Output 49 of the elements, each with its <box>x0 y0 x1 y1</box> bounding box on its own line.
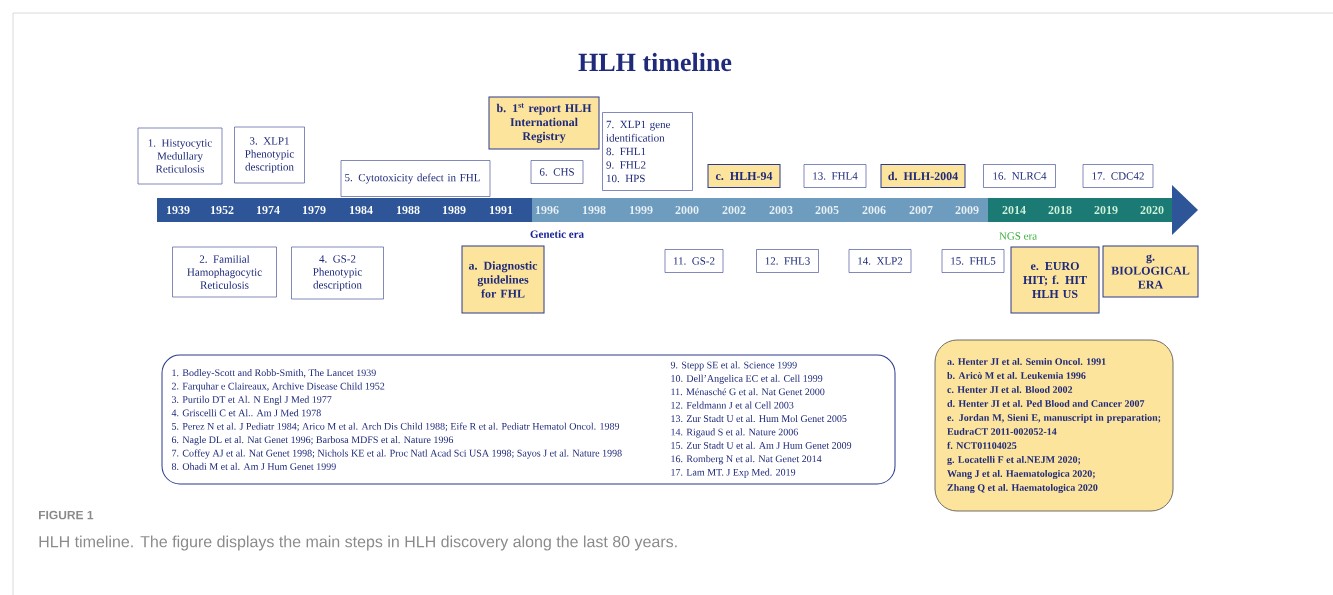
year-label: 1952 <box>210 205 234 215</box>
era-label: NGS era <box>999 232 1037 240</box>
event-box: 7. XLP1 gene identification 8. FHL1 9. FHL2 10. HPS <box>602 112 693 191</box>
year-label: 1996 <box>535 205 559 215</box>
milestone-box: c. HLH-94 <box>707 164 781 188</box>
event-box: 15. FHL5 <box>941 249 1005 273</box>
year-label: 2003 <box>769 205 793 215</box>
year-label: 1989 <box>442 205 466 215</box>
milestone-box: e. EURO HIT; f. HIT HLH US <box>1010 246 1100 314</box>
event-box: 4. GS-2 Phenotypic description <box>291 246 384 300</box>
event-box: 17. CDC42 <box>1082 164 1154 188</box>
year-label: 2018 <box>1048 205 1072 215</box>
year-label: 2019 <box>1094 205 1118 215</box>
year-label: 2007 <box>909 205 933 215</box>
year-label: 1984 <box>349 205 373 215</box>
event-box: 16. NLRC4 <box>983 164 1056 188</box>
event-box: 3. XLP1 Phenotypic description <box>234 126 305 184</box>
event-box: 2. Familial Hamophagocytic Reticulosis <box>172 246 277 298</box>
year-label: 2000 <box>675 205 699 215</box>
event-box: 1. Histyocytic Medullary Reticulosis <box>137 127 223 185</box>
year-label: 1974 <box>256 205 280 215</box>
event-box: 13. FHL4 <box>803 164 867 188</box>
year-label: 1998 <box>582 205 606 215</box>
year-label: 2006 <box>862 205 886 215</box>
reference-list: a. Henter JI et al. Semin Oncol. 1991 b. Aricò M et al. Leukemia 1996 c. Henter JI et al. Blood 2002 d. Henter JI et al. Ped Blood and Cancer 2007 e. Jordan M, Sieni E, manuscript in preparation; EudraCT 2011-002052-14 f. NCT01104025 g. Locatelli F et al.NEJM 2020; Wang J et al. Haematologica 2020; Zhang Q et al. Haematologica 2020 <box>934 339 1174 512</box>
year-label: 2020 <box>1140 205 1164 215</box>
year-label: 1979 <box>302 205 326 215</box>
reference-list: 1. Bodley-Scott and Robb-Smith, The Lancet 1939 2. Farquhar e Claireaux, Archive Disease Child 1952 3. Purtilo DT et Al. N Engl J Med 1977 4. Griscelli C et Al.. Am J Med 1978 5. Perez N et al. J Pediatr 1984; Arico M et al. Arch Dis Child 1988; Eife R et al. Pediatr Hematol Oncol. 1989 6. Nagle DL et al. Nat Genet 1996; Barbosa MDFS et al. Nature 1996 7. Coffey AJ et al. Nat Genet 1998; Nichols KE et al. Proc Natl Acad Sci USA 1998; Sayos J et al. Nature 1998 8. Ohadi M et al. Am J Hum Genet 1999 9. Stepp SE et al. Science 1999 10. Dell’Angelica EC et al. Cell 1999 11. Ménasché G et al. Nat Genet 2000 12. Feldmann J et al Cell 2003 13. Zur Stadt U et al. Hum Mol Genet 2005 14. Rigaud S et al. Nature 2006 15. Zur Stadt U et al. Am J Hum Genet 2009 16. Romberg N et al. Nat Genet 2014 17. Lam MT. J Exp Med. 2019 <box>161 354 896 485</box>
event-box: 14. XLP2 <box>848 249 912 273</box>
event-box: 6. CHS <box>530 160 584 184</box>
year-label: 2014 <box>1002 205 1026 215</box>
year-label: 1988 <box>396 205 420 215</box>
milestone-box: a. Diagnostic guidelines for FHL <box>461 245 545 314</box>
milestone-box: d. HLH-2004 <box>880 164 966 188</box>
year-label: 2009 <box>955 205 979 215</box>
year-label: 1939 <box>166 205 190 215</box>
figure-number: FIGURE 1 <box>39 510 94 520</box>
title: HLH timeline <box>578 52 732 72</box>
year-label: 1991 <box>489 205 513 215</box>
era-label: Genetic era <box>530 230 584 238</box>
caption: HLH timeline. The figure displays the main steps in HLH discovery along the last 80 years. <box>39 535 677 551</box>
event-box: 11. GS-2 <box>664 249 724 273</box>
event-box: 12. FHL3 <box>756 249 819 273</box>
year-label: 2005 <box>815 205 839 215</box>
year-label: 2002 <box>722 205 746 215</box>
event-box: 5. Cytotoxicity defect in FHL <box>340 160 491 197</box>
milestone-box: b. 1$^{st}$ report HLH International Registry <box>488 96 600 150</box>
milestone-box: g. BIOLOGICAL ERA <box>1102 245 1199 298</box>
year-label: 1999 <box>629 205 653 215</box>
